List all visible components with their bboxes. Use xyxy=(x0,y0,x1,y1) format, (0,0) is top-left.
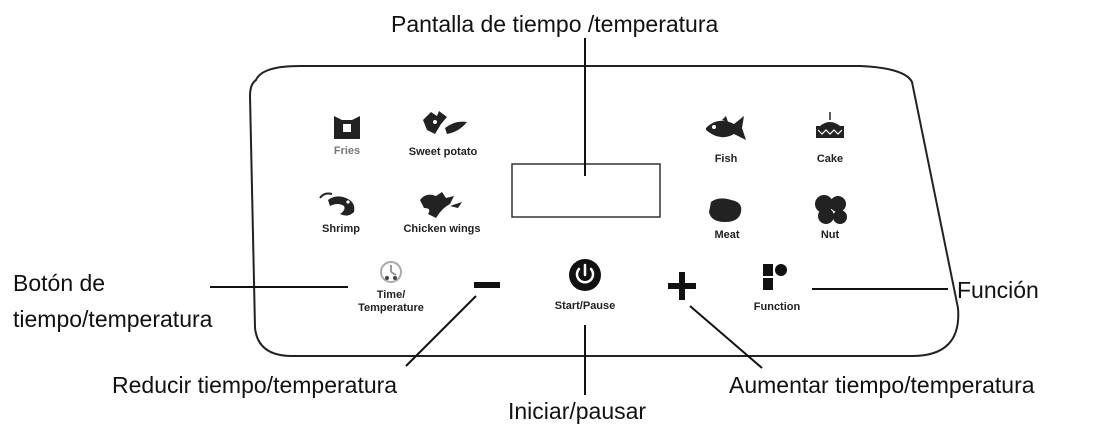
cake-label: Cake xyxy=(816,153,844,165)
start-pause-callout: Iniciar/pausar xyxy=(508,398,647,424)
decrease-button[interactable] xyxy=(468,272,504,298)
minus-icon xyxy=(474,282,500,288)
fish-preset[interactable]: Fish xyxy=(696,112,756,168)
function-callout: Función xyxy=(957,277,1039,303)
power-icon xyxy=(569,259,601,291)
decrease-callout: Reducir tiempo/temperatura xyxy=(112,372,398,398)
time-temperature-button[interactable]: Time/ Temperature xyxy=(346,257,436,323)
time-temperature-label-line1: Time/ xyxy=(376,289,406,301)
fries-icon xyxy=(334,116,360,139)
chicken-wings-icon xyxy=(420,192,462,218)
fish-icon xyxy=(706,116,746,140)
increase-button[interactable] xyxy=(664,267,700,305)
fries-label: Fries xyxy=(333,145,361,157)
time-temp-callout-line2: tiempo/temperatura xyxy=(13,306,213,332)
meat-label: Meat xyxy=(714,229,740,241)
meat-icon xyxy=(709,198,742,222)
decrease-leader-line xyxy=(405,295,477,367)
chicken-wings-label: Chicken wings xyxy=(403,223,481,235)
increase-callout: Aumentar tiempo/temperatura xyxy=(729,372,1035,398)
start-pause-label: Start/Pause xyxy=(554,300,616,312)
function-label: Function xyxy=(753,301,801,313)
nut-label: Nut xyxy=(820,229,840,241)
plus-icon xyxy=(668,272,696,300)
sweet-potato-icon xyxy=(423,111,467,134)
meat-preset[interactable]: Meat xyxy=(697,194,757,244)
start-pause-button[interactable]: Start/Pause xyxy=(543,257,627,319)
fries-preset[interactable]: Fries xyxy=(317,112,377,162)
time-temperature-label-line2: Temperature xyxy=(358,302,424,314)
shrimp-preset[interactable]: Shrimp xyxy=(306,188,376,238)
sweet-potato-label: Sweet potato xyxy=(408,146,478,158)
function-icon xyxy=(763,264,787,290)
cake-icon xyxy=(816,112,844,138)
shrimp-label: Shrimp xyxy=(322,223,360,235)
nut-icon xyxy=(815,195,847,224)
display-callout: Pantalla de tiempo /temperatura xyxy=(391,11,719,37)
function-button[interactable]: Function xyxy=(742,262,812,318)
sweet-potato-preset[interactable]: Sweet potato xyxy=(395,108,491,162)
cake-preset[interactable]: Cake xyxy=(800,108,860,168)
time-temp-callout-line1: Botón de xyxy=(13,270,106,296)
shrimp-icon xyxy=(319,192,355,216)
increase-leader-line xyxy=(689,305,763,369)
control-panel-outline xyxy=(248,65,960,357)
nut-preset[interactable]: Nut xyxy=(800,190,860,244)
clock-icon xyxy=(380,261,402,283)
chicken-wings-preset[interactable]: Chicken wings xyxy=(392,188,492,238)
fish-label: Fish xyxy=(714,153,738,165)
